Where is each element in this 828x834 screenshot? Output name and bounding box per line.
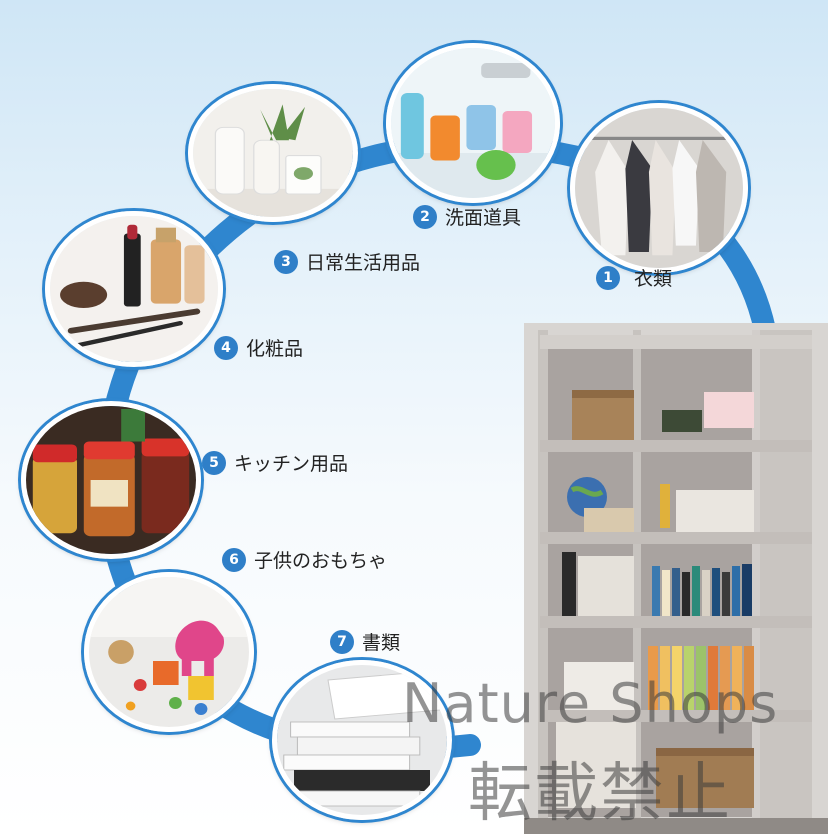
category-label-4: 4 化粧品: [214, 334, 303, 361]
category-label-5: 5 キッチン用品: [202, 449, 348, 476]
category-label-7: 7 書類: [330, 628, 400, 655]
category-label-6: 6 子供のおもちゃ: [222, 546, 387, 573]
category-number-badge: 1: [596, 265, 620, 290]
category-number-badge: 4: [214, 335, 238, 360]
toiletries-photo: [386, 43, 560, 203]
category-text: 洗面道具: [445, 207, 522, 229]
cosmetics-photo: [45, 211, 223, 367]
category-label-1: 1 衣類: [596, 264, 672, 291]
category-number-badge: 6: [222, 547, 246, 572]
kitchen-goods-photo: [21, 401, 201, 559]
category-text: 日常生活用品: [306, 252, 421, 274]
category-text: 子供のおもちゃ: [254, 550, 388, 572]
clothes-photo: [570, 103, 748, 273]
daily-goods-photo: [188, 84, 358, 222]
category-number-badge: 3: [274, 249, 298, 274]
category-text: 書類: [362, 632, 401, 654]
category-number-badge: 7: [330, 629, 354, 654]
category-number-badge: 2: [413, 204, 437, 229]
category-text: 衣類: [634, 268, 673, 290]
category-label-3: 3 日常生活用品: [274, 248, 420, 275]
category-text: キッチン用品: [234, 453, 349, 475]
watermark-notice: 転載禁止: [468, 757, 732, 831]
category-label-2: 2 洗面道具: [413, 203, 521, 230]
documents-photo: [272, 660, 452, 820]
category-number-badge: 5: [202, 450, 226, 475]
watermark-brand: Nature Shops: [402, 672, 779, 735]
category-text: 化粧品: [246, 338, 304, 360]
